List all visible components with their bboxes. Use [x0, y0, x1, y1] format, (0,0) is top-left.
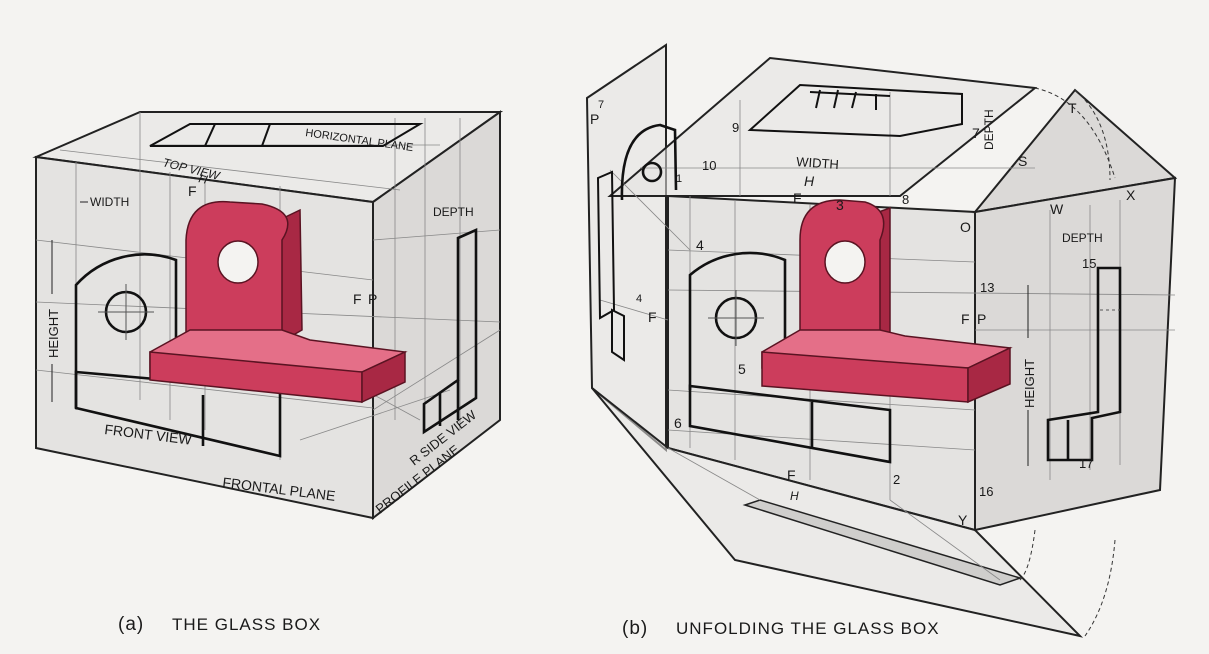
b-n13-label: 13: [980, 280, 994, 295]
b-height-label: HEIGHT: [1022, 359, 1037, 408]
a-width-label: WIDTH: [90, 195, 129, 209]
b-y-label: Y: [958, 512, 968, 528]
b-width-label: WIDTH: [796, 154, 840, 172]
b-side-view-outline: [1046, 266, 1122, 462]
a-side-view-outline: [422, 227, 478, 435]
b-red-part: [761, 199, 1013, 404]
b-n5-label: 5: [738, 361, 746, 377]
a-f-label: F: [188, 183, 197, 199]
b-caption-text: UNFOLDING THE GLASS BOX: [676, 619, 940, 638]
b-n9-label: 9: [732, 120, 739, 135]
a-h-label: H: [197, 171, 209, 187]
a-caption-text: THE GLASS BOX: [172, 615, 321, 634]
b-p-mid-label: P: [977, 311, 986, 327]
diagram-b-unfolding-box: WIDTH H F DEPTH S T X W O DEPTH HEIGHT F…: [585, 43, 1178, 639]
b-h-bottom-label: H: [790, 489, 799, 503]
a-caption-letter: (a): [118, 614, 144, 635]
b-n7-label: 7: [972, 125, 980, 141]
b-n8-label: 8: [902, 192, 909, 207]
b-depth-side-label: DEPTH: [1062, 231, 1103, 245]
b-o-label: O: [960, 219, 971, 235]
b-s-label: S: [1018, 153, 1027, 169]
diagram-a-glass-box: HORIZONTAL PLANE TOP VIEW H WIDTH F DEPT…: [32, 110, 504, 635]
b-n10-label: 10: [702, 158, 716, 173]
b-left-side-view: [596, 123, 678, 362]
b-labels: WIDTH H F DEPTH S T X W O DEPTH HEIGHT F…: [590, 99, 1136, 528]
b-w-label: W: [1050, 201, 1064, 217]
b-n16-label: 16: [979, 484, 993, 499]
b-x-label: X: [1126, 187, 1136, 203]
b-bottom-view-strip: [742, 499, 1023, 586]
b-f-top-label: F: [793, 190, 802, 206]
b-p-left-label: P: [590, 111, 599, 127]
b-n6-label: 6: [674, 415, 682, 431]
b-n17-label: 17: [1079, 456, 1093, 471]
a-fp-p-label: P: [368, 291, 377, 307]
b-n7-left-label: 7: [598, 99, 604, 111]
b-t-label: T: [1068, 100, 1077, 116]
b-depth-top-label: DEPTH: [982, 109, 996, 150]
b-hinge-arcs: [1019, 87, 1116, 637]
a-height-label: HEIGHT: [46, 309, 61, 358]
a-red-part: [149, 200, 408, 404]
a-depth-label: DEPTH: [433, 205, 474, 219]
b-bottom-plane: [591, 387, 1084, 638]
b-top-view-outline: [747, 83, 963, 138]
b-f-left-label: F: [648, 309, 657, 325]
b-n4-label: 4: [696, 237, 704, 253]
b-f-mid-label: F: [961, 311, 970, 327]
b-n15-label: 15: [1082, 256, 1096, 271]
b-n1-label: 1: [676, 173, 682, 185]
a-fp-f-label: F: [353, 291, 362, 307]
b-n4-left-label: 4: [636, 293, 642, 305]
b-n2-label: 2: [893, 472, 900, 487]
a-top-view-outline: [149, 123, 424, 147]
b-front-view-outline: [688, 251, 892, 464]
b-n3-label: 3: [836, 197, 844, 213]
b-caption-letter: (b): [622, 618, 648, 639]
b-f-bottom-label: F: [787, 467, 796, 483]
b-h-label: H: [804, 173, 815, 189]
